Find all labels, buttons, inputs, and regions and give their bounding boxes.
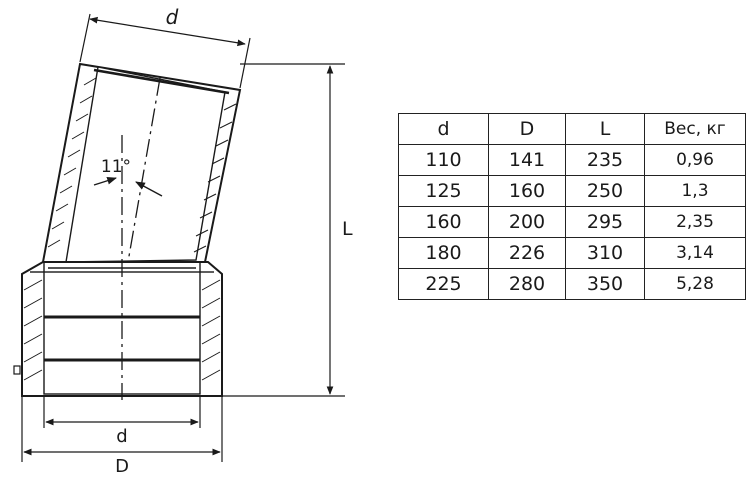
cell-L: 235 bbox=[565, 144, 645, 176]
header-weight: Вес, кг bbox=[644, 113, 746, 145]
length-dimension bbox=[222, 63, 345, 397]
header-L: L bbox=[565, 113, 645, 145]
cell-L: 350 bbox=[565, 268, 645, 300]
angle-marker bbox=[93, 176, 163, 197]
table-row: 110 141 235 0,96 bbox=[398, 144, 746, 176]
bottom-D-label: D bbox=[115, 456, 129, 477]
upper-socket-hatching bbox=[47, 77, 237, 253]
table-row: 225 280 350 5,28 bbox=[398, 268, 746, 300]
lower-socket-hatching bbox=[23, 279, 221, 381]
cell-L: 295 bbox=[565, 206, 645, 238]
dimensions-table: d D L Вес, кг 110 141 235 0,96 125 160 2… bbox=[398, 113, 746, 300]
cell-d: 225 bbox=[398, 268, 489, 300]
cell-L: 310 bbox=[565, 237, 645, 269]
cell-weight: 5,28 bbox=[644, 268, 746, 300]
bottom-d-label: d bbox=[116, 426, 127, 447]
header-d: d bbox=[398, 113, 489, 145]
top-d-dimension bbox=[79, 13, 251, 89]
cell-d: 180 bbox=[398, 237, 489, 269]
table-row: 125 160 250 1,3 bbox=[398, 175, 746, 207]
cell-D: 280 bbox=[488, 268, 566, 300]
top-d-label: d bbox=[166, 5, 179, 29]
angle-label: 11° bbox=[101, 157, 131, 177]
cell-D: 141 bbox=[488, 144, 566, 176]
table-header-row: d D L Вес, кг bbox=[398, 113, 746, 145]
bottom-dimensions bbox=[21, 396, 223, 462]
upper-socket bbox=[41, 62, 242, 263]
length-label: L bbox=[342, 218, 353, 240]
header-D: D bbox=[488, 113, 566, 145]
lower-socket bbox=[13, 261, 223, 397]
cell-L: 250 bbox=[565, 175, 645, 207]
cell-d: 160 bbox=[398, 206, 489, 238]
cell-D: 160 bbox=[488, 175, 566, 207]
cell-weight: 0,96 bbox=[644, 144, 746, 176]
cell-d: 110 bbox=[398, 144, 489, 176]
table-row: 160 200 295 2,35 bbox=[398, 206, 746, 238]
table-row: 180 226 310 3,14 bbox=[398, 237, 746, 269]
cell-weight: 1,3 bbox=[644, 175, 746, 207]
cell-D: 226 bbox=[488, 237, 566, 269]
cell-d: 125 bbox=[398, 175, 489, 207]
cell-weight: 2,35 bbox=[644, 206, 746, 238]
cell-weight: 3,14 bbox=[644, 237, 746, 269]
cell-D: 200 bbox=[488, 206, 566, 238]
center-lines bbox=[121, 77, 161, 400]
